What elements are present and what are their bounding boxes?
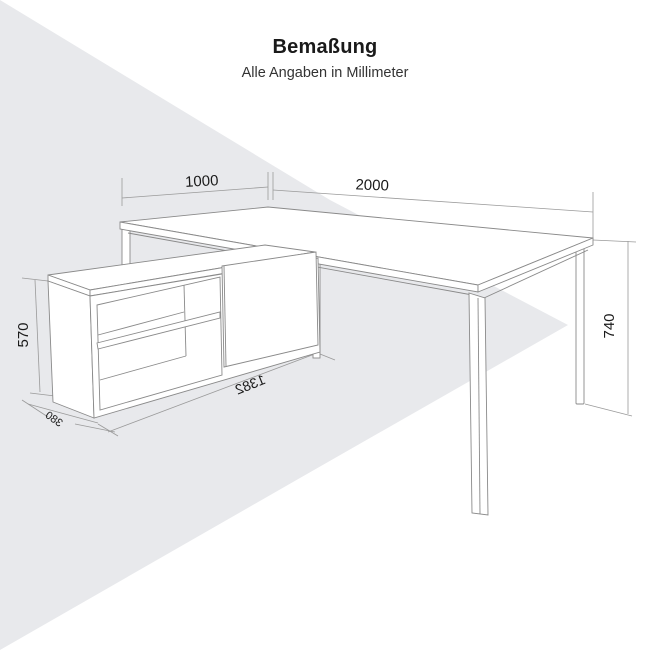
dim-label-2000: 2000 xyxy=(355,176,389,194)
dim-label-740: 740 xyxy=(601,313,618,338)
dimension-lines xyxy=(21,172,637,437)
page-subtitle: Alle Angaben in Millimeter xyxy=(241,65,409,81)
header: Bemaßung Alle Angaben in Millimeter xyxy=(0,36,650,81)
page-title: Bemaßung xyxy=(272,36,378,58)
dim-label-1000: 1000 xyxy=(185,172,219,191)
dim-label-570: 570 xyxy=(15,322,32,347)
sideboard xyxy=(47,244,321,419)
